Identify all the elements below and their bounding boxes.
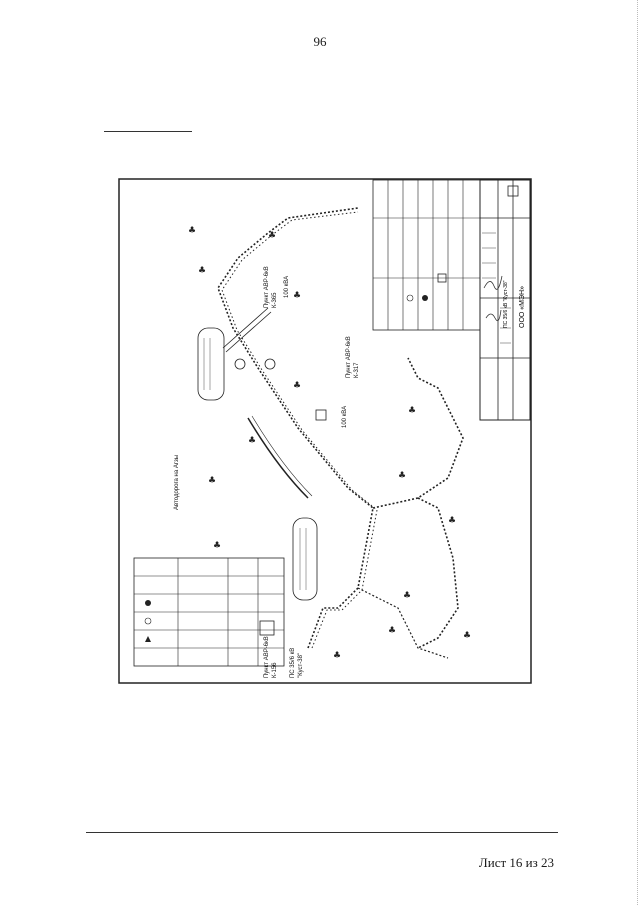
legend-table-upper <box>372 179 481 331</box>
power-line-scheme-drawing: ООО «МЭН» ПС 35/6 кВ "Куст-38" <box>118 178 532 684</box>
pole-mid-id: К-317 <box>354 362 360 378</box>
pole-markers <box>234 273 447 636</box>
title-company: ООО «МЭН» <box>519 286 526 328</box>
svg-text:♣: ♣ <box>248 436 256 446</box>
svg-text:♣: ♣ <box>398 471 406 481</box>
power-left-label: 100 кВА <box>342 406 348 428</box>
svg-text:♣: ♣ <box>293 381 301 391</box>
footer-rule <box>86 832 558 833</box>
svg-text:♣: ♣ <box>208 476 216 486</box>
svg-text:♣: ♣ <box>448 516 456 526</box>
sheet-counter: Лист 16 из 23 <box>478 855 554 870</box>
svg-text:♣: ♣ <box>198 266 206 276</box>
title-block: ООО «МЭН» ПС 35/6 кВ "Куст-38" <box>479 179 531 421</box>
power-line-route <box>217 207 464 659</box>
title-object: ПС 35/6 кВ "Куст-38" <box>503 280 509 328</box>
road-label: Автодорога на Агзы <box>174 455 180 510</box>
signature-scribble <box>483 275 503 322</box>
legend-table-left <box>133 557 285 667</box>
svg-text:♣: ♣ <box>213 541 221 551</box>
drawing-frame <box>118 178 532 684</box>
power-right-label: 100 кВА <box>284 276 290 298</box>
tree-symbols: ♣ ♣ ♣ ♣ ♣ ♣ ♣ ♣ ♣ ♣ ♣ ♣ ♣ ♣ ♣ <box>188 226 471 661</box>
pole-left-id: К-156 <box>272 662 278 678</box>
scan-edge <box>637 0 638 905</box>
callout-frames <box>197 327 318 601</box>
pole-left-label: Пункт АВР-6кВ <box>264 636 270 678</box>
pole-mid-label: Пункт АВР-6кВ <box>346 336 352 378</box>
svg-text:♣: ♣ <box>403 591 411 601</box>
svg-text:♣: ♣ <box>388 626 396 636</box>
svg-text:♣: ♣ <box>408 406 416 416</box>
svg-text:♣: ♣ <box>293 291 301 301</box>
svg-text:♣: ♣ <box>188 226 196 236</box>
svg-text:♣: ♣ <box>268 231 276 241</box>
svg-text:♣: ♣ <box>463 631 471 641</box>
pole-right-label: Пункт АВР-6кВ <box>264 266 270 308</box>
pole-right-id: К-365 <box>272 292 278 308</box>
svg-text:♣: ♣ <box>333 651 341 661</box>
header-rule <box>104 131 192 132</box>
substation-label: ПС 35/6 кВ <box>290 648 296 678</box>
page-number: 96 <box>313 34 327 49</box>
substation-name: "Куст-38" <box>298 653 304 678</box>
